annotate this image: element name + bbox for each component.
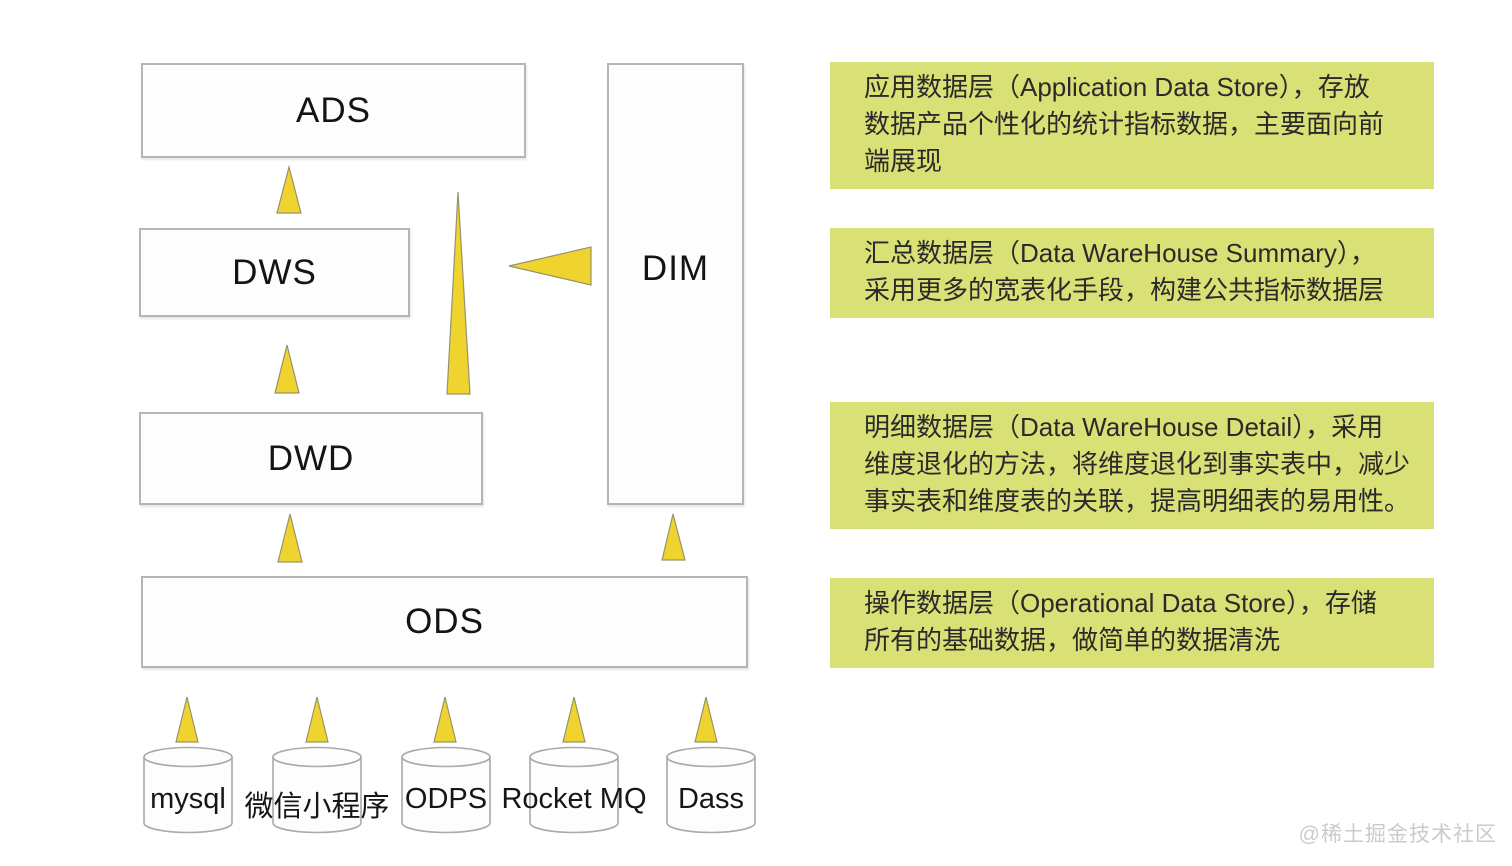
layer-label-ods: ODS	[405, 602, 484, 641]
database-cylinder-dass	[666, 746, 756, 834]
source-label-rocketmq: Rocket MQ	[501, 783, 647, 815]
arrow-odps-to-ods	[433, 696, 457, 743]
watermark: @稀土掘金技术社区	[1298, 823, 1497, 846]
arrow-ods-to-dim	[661, 513, 686, 561]
database-cylinder-mysql	[143, 746, 233, 834]
arrow-dim-to-dws	[508, 246, 592, 286]
database-cylinder-rocketmq	[529, 746, 619, 834]
arrow-dwd-to-ads	[446, 191, 471, 395]
annotation-ods-layer: 操作数据层（Operational Data Store），存储 所有的基础数据…	[830, 578, 1434, 668]
source-label-wechat: 微信小程序	[244, 791, 390, 823]
arrow-ods-to-dwd	[277, 513, 303, 563]
arrow-dws-to-ads	[276, 164, 302, 214]
layer-box-dwd: DWD	[139, 412, 483, 505]
arrow-mysql-to-ods	[175, 696, 199, 743]
arrow-dwd-to-dws	[274, 344, 300, 394]
layer-label-dws: DWS	[232, 252, 317, 292]
annotation-ads-layer: 应用数据层（Application Data Store），存放 数据产品个性化…	[830, 62, 1434, 189]
arrow-rocketmq-to-ods	[562, 696, 586, 743]
layer-box-dws: DWS	[139, 228, 410, 317]
layer-box-ads: ADS	[141, 63, 526, 158]
source-label-odps: ODPS	[404, 783, 488, 815]
database-cylinder-wechat	[272, 746, 362, 834]
source-label-dass: Dass	[677, 783, 745, 815]
layer-label-dim: DIM	[641, 249, 710, 288]
layer-box-ods: ODS	[141, 576, 748, 668]
layer-label-ads: ADS	[296, 90, 371, 130]
database-cylinder-odps	[401, 746, 491, 834]
arrow-wechat-to-ods	[305, 696, 329, 743]
annotation-dwd-layer: 明细数据层（Data WareHouse Detail），采用 维度退化的方法，…	[830, 402, 1434, 529]
layer-box-dim: DIM	[607, 63, 744, 505]
layer-label-dwd: DWD	[267, 438, 355, 478]
annotation-dws-layer: 汇总数据层（Data WareHouse Summary）， 采用更多的宽表化手…	[830, 228, 1434, 318]
source-label-mysql: mysql	[150, 783, 226, 815]
arrow-dass-to-ods	[694, 696, 718, 743]
